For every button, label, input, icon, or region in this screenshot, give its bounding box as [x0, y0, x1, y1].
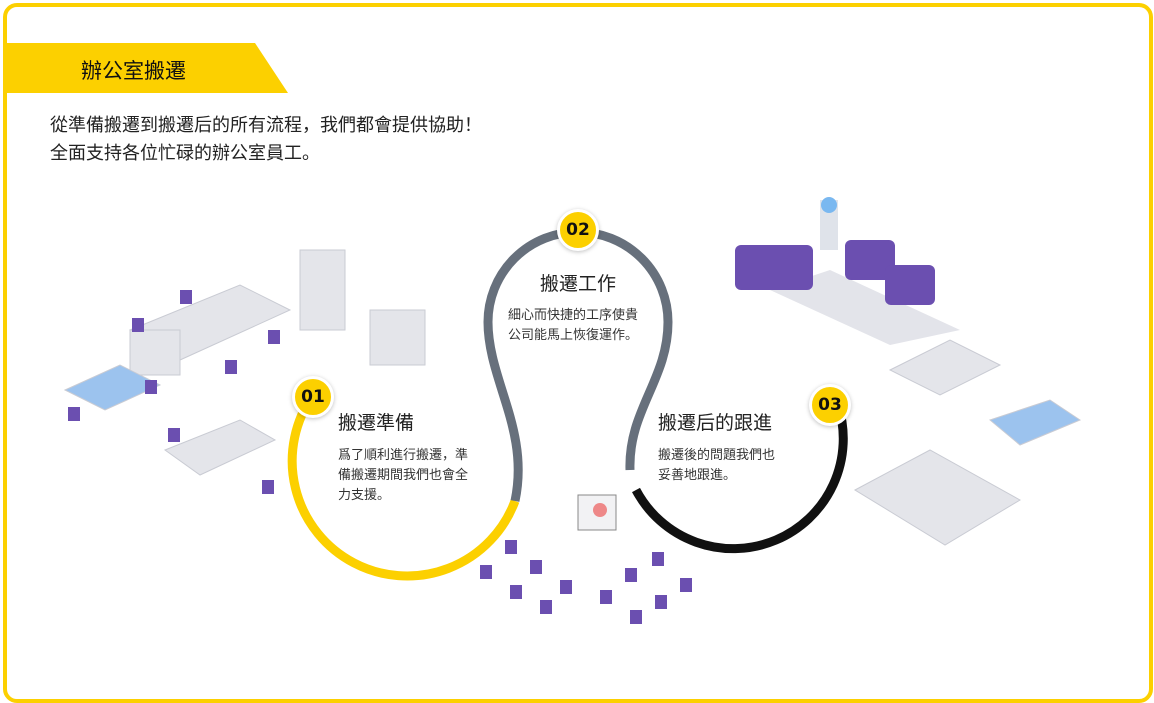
step-3-title: 搬遷后的跟進	[658, 412, 773, 434]
step-3-desc-line: 搬遷後的問題我們也	[658, 448, 776, 463]
step-1-desc-line: 爲了順利進行搬遷，準	[338, 448, 469, 463]
step-1-desc: 爲了順利進行搬遷，準 備搬遷期間我們也會全 力支援。	[338, 446, 468, 506]
step-1-desc-line: 力支援。	[338, 488, 391, 503]
section-title: 辦公室搬遷	[81, 59, 186, 83]
lounge-area	[735, 197, 960, 345]
step-3-desc: 搬遷後的問題我們也 妥善地跟進。	[658, 446, 775, 486]
chairs	[68, 290, 692, 624]
step-2-title: 搬遷工作	[540, 273, 617, 295]
intro-line-1: 從準備搬遷到搬遷后的所有流程，我們都會提供協助！	[50, 115, 482, 136]
office-desks-right	[853, 339, 1082, 546]
section-title-tab: 辦公室搬遷	[3, 43, 288, 93]
step-3-badge: 03	[809, 384, 851, 426]
intro-text: 從準備搬遷到搬遷后的所有流程，我們都會提供協助！ 全面支持各位忙碌的辦公室員工。	[50, 112, 482, 168]
step-1-title: 搬遷準備	[338, 412, 415, 434]
step-3-desc-line: 妥善地跟進。	[658, 468, 737, 483]
step-3-arc	[632, 403, 848, 554]
presentation-board	[577, 494, 617, 531]
step-2-desc-line: 細心而快捷的工序使貴	[508, 308, 639, 323]
step-2-badge: 02	[557, 209, 599, 251]
step-1-badge: 01	[292, 376, 334, 418]
step-2-desc: 細心而快捷的工序使貴 公司能馬上恢復運作。	[508, 306, 638, 346]
step-1-arc	[287, 392, 520, 581]
office-desks-left	[63, 249, 426, 476]
intro-line-2: 全面支持各位忙碌的辦公室員工。	[50, 143, 320, 164]
step-2-desc-line: 公司能馬上恢復運作。	[508, 328, 639, 343]
step-1-desc-line: 備搬遷期間我們也會全	[338, 468, 469, 483]
